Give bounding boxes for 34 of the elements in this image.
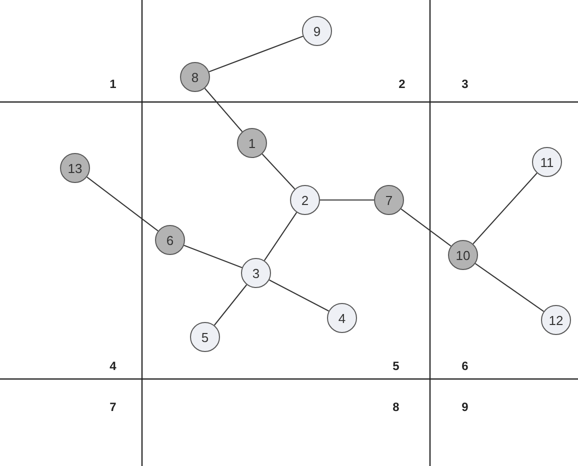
connector-line [400,208,452,246]
connector-line [208,36,304,72]
region-number: 1 [110,77,116,91]
region-number: 6 [462,359,468,373]
connector-line [320,199,374,201]
region-number: 5 [392,359,400,373]
node-circle: 3 [241,258,271,288]
node-circle: 1 [237,128,267,158]
node-circle: 6 [155,225,185,255]
region-number: 7 [110,400,116,414]
connector-line [269,279,329,312]
connector-line [86,176,158,232]
node-circle: 5 [190,322,220,352]
node-circle: 4 [327,303,357,333]
node-circle: 2 [290,185,320,215]
connector-line [214,284,248,326]
node-circle: 9 [302,16,332,46]
region-number: 8 [392,400,400,414]
region-number: 2 [398,77,406,91]
region-number: 3 [462,77,468,91]
region-number: 4 [110,359,116,373]
connector-line [204,88,243,132]
connector-line [472,172,538,244]
region-number: 9 [462,400,468,414]
node-circle: 7 [374,185,404,215]
node-circle: 8 [180,62,210,92]
connector-line [262,154,296,190]
connector-line [474,263,544,312]
node-circle: 12 [541,305,571,335]
node-circle: 13 [60,153,90,183]
node-circle: 11 [532,147,562,177]
connector-line [184,244,242,268]
node-circle: 10 [448,240,478,270]
connector-line [264,212,298,261]
